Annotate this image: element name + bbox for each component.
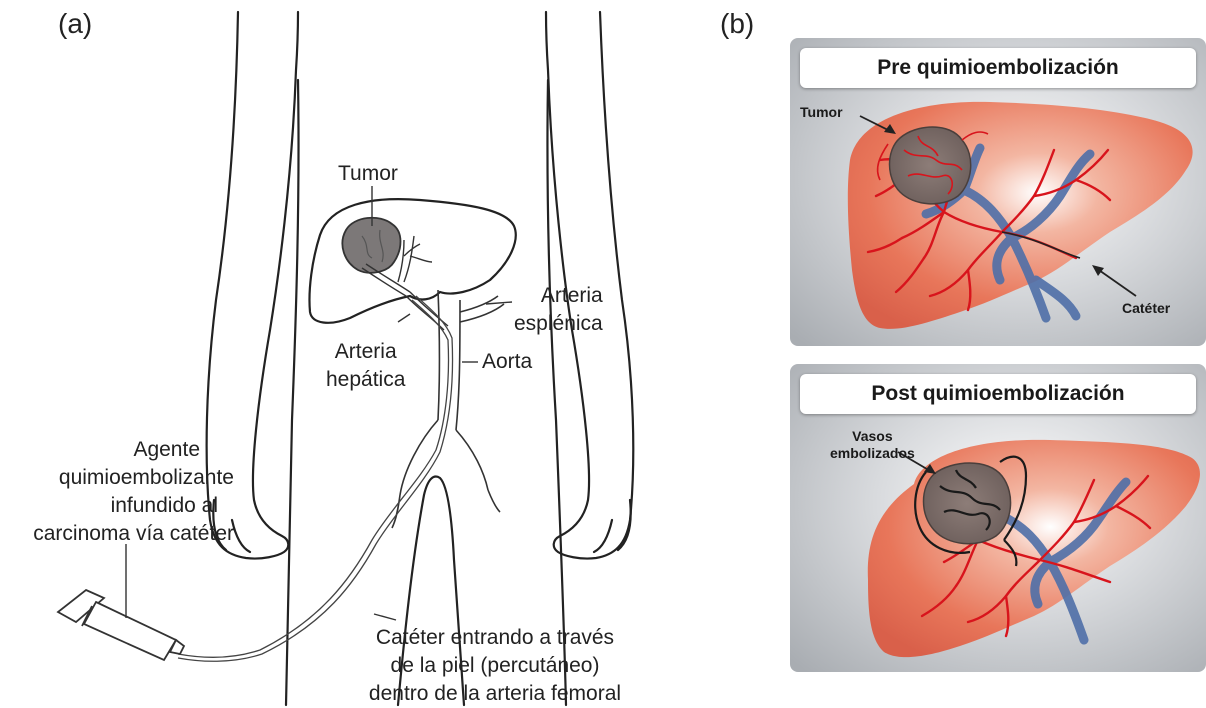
post-liver (868, 440, 1200, 657)
label-aorta: Aorta (482, 348, 532, 376)
label-cateter-entrando-line1: Catéter entrando a través (350, 624, 640, 652)
syringe (58, 590, 184, 660)
right-hand (594, 500, 631, 552)
label-agente-line4: carcinoma vía catéter (4, 520, 234, 548)
post-panel-title: Post quimioembolización (800, 374, 1196, 414)
pre-panel-title: Pre quimioembolización (800, 48, 1196, 88)
label-agente-line1: Agente (4, 436, 234, 464)
label-arteria-esplenica-line1: Arteria (514, 282, 603, 310)
post-label-vasos-line2: embolizados (830, 445, 915, 462)
post-label-vasos: Vasos embolizados (830, 428, 915, 462)
pre-liver (848, 102, 1193, 329)
cateter-leader (374, 614, 396, 620)
label-arteria-hepatica-line1: Arteria (326, 338, 405, 366)
label-agente-line2: quimioembolizante (4, 464, 234, 492)
panel-b-letter: (b) (720, 8, 754, 40)
body-outline-inner-right (547, 80, 566, 705)
pre-label-cateter: Catéter (1122, 300, 1170, 317)
label-arteria-hepatica-line2: hepática (326, 366, 405, 394)
label-agente-line3: infundido al (4, 492, 234, 520)
label-cateter-entrando-line2: de la piel (percutáneo) (350, 652, 640, 680)
label-agente: Agente quimioembolizante infundido al ca… (4, 436, 234, 548)
hepatica-leader (398, 314, 410, 322)
post-label-vasos-line1: Vasos (830, 428, 915, 445)
label-cateter-entrando: Catéter entrando a través de la piel (pe… (350, 624, 640, 708)
label-arteria-esplenica-line2: esplénica (514, 310, 603, 338)
label-arteria-hepatica: Arteria hepática (326, 338, 405, 394)
label-tumor: Tumor (338, 160, 398, 188)
label-cateter-entrando-line3: dentro de la arteria femoral (350, 680, 640, 708)
post-tumor (924, 463, 1011, 544)
tumor-mass (342, 218, 400, 273)
pre-label-tumor: Tumor (800, 104, 843, 121)
pre-tumor (890, 127, 971, 204)
esplenica-leader (486, 302, 512, 304)
label-arteria-esplenica: Arteria esplénica (514, 282, 603, 338)
body-outline-inner-left (286, 80, 299, 705)
